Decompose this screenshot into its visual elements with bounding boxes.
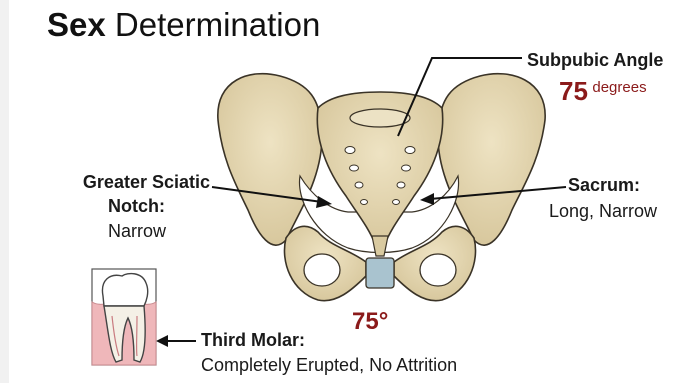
subpubic-number: 75 [559,76,588,106]
sacrum-desc: Long, Narrow [549,201,657,222]
subpubic-angle-label: Subpubic Angle [527,50,663,71]
sciatic-line2: Notch: [108,196,165,217]
tooth-illustration [92,269,156,365]
molar-heading: Third Molar: [201,330,305,351]
third-molar-label: Third Molar: [201,330,305,351]
angle-value: 75° [352,308,388,335]
sacrum-label: Sacrum: [568,175,640,196]
subpubic-unit: degrees [592,79,646,96]
right-ilium [438,74,545,246]
subpubic-angle-marker: 75° [352,308,388,336]
sciatic-notch-line2: Notch: [108,196,165,217]
sacral-promontory [350,109,410,127]
third-molar-desc-label: Completely Erupted, No Attrition [201,355,457,376]
right-obturator-foramen [420,254,456,286]
sacrum-arrowhead [420,193,434,205]
coccyx [372,236,388,256]
left-ilium [218,74,322,246]
sacrum-heading: Sacrum: [568,175,640,196]
left-obturator-foramen [304,254,340,286]
sciatic-notch-label: Greater Sciatic [70,172,210,193]
sciatic-desc: Narrow [108,221,166,242]
sciatic-line1: Greater Sciatic [70,172,210,193]
subpubic-heading: Subpubic Angle [527,50,663,71]
molar-arrowhead [156,335,168,347]
pubic-symphysis [366,258,394,288]
sacrum-desc-label: Long, Narrow [549,201,657,222]
sciatic-notch-desc: Narrow [108,221,166,242]
molar-desc: Completely Erupted, No Attrition [201,355,457,376]
subpubic-value: 75 degrees [559,76,647,107]
